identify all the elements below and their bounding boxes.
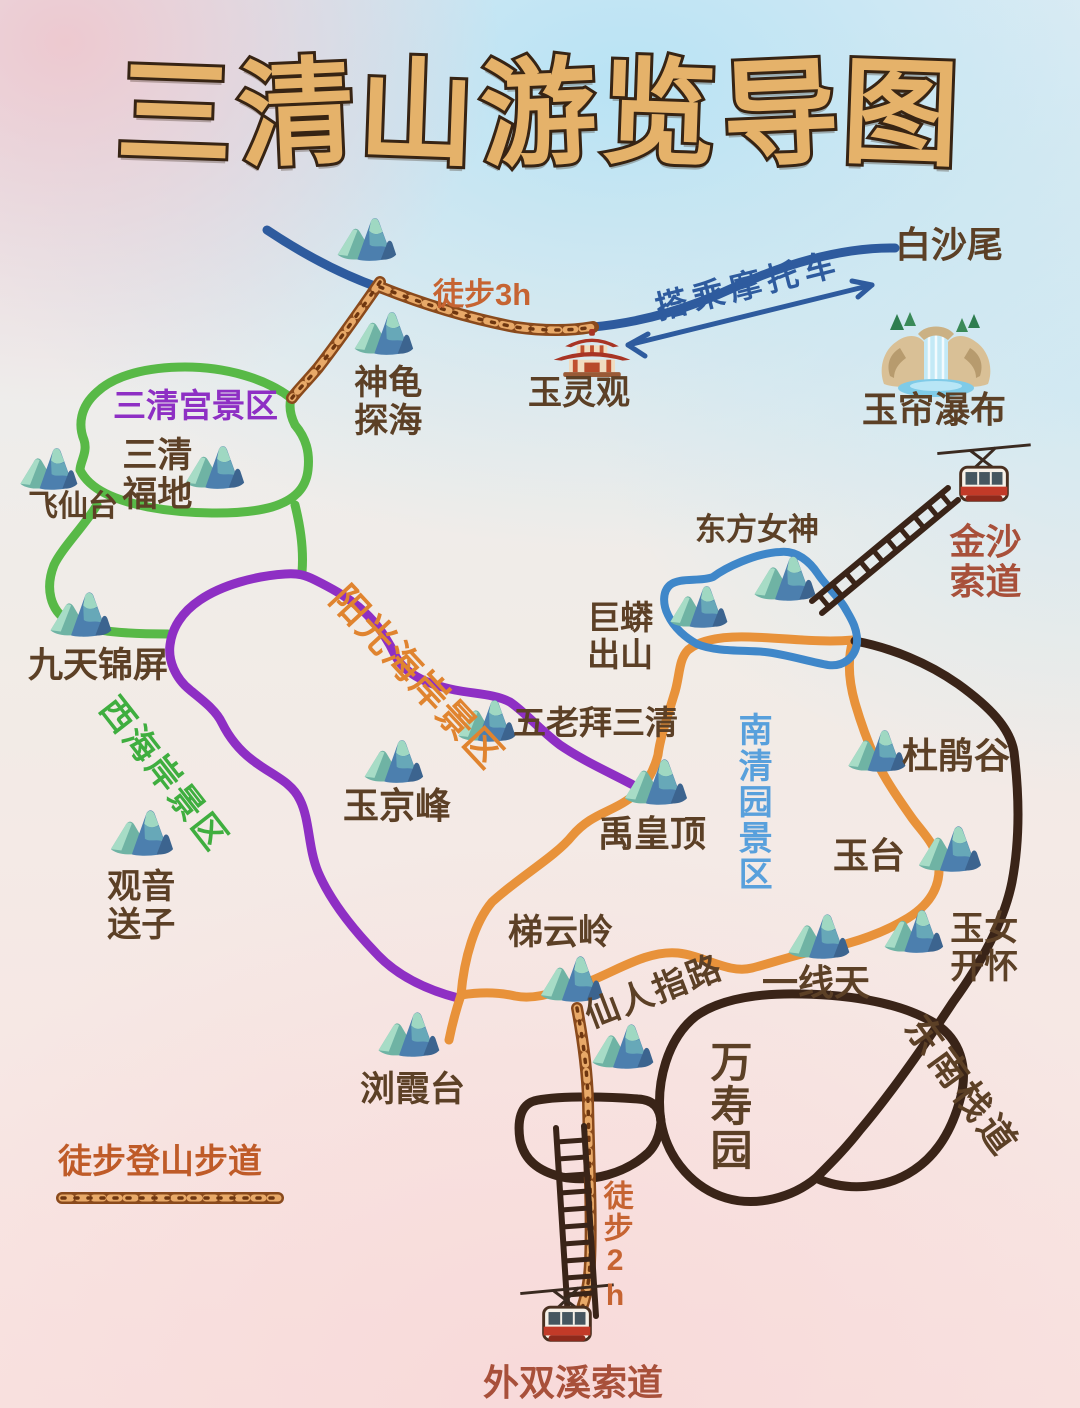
mountain-icon — [354, 312, 414, 355]
jinsha-cableway-ladder-icon — [809, 485, 961, 616]
label-area-nanqingyuan: 南清园景区 — [733, 712, 772, 892]
route-sanqinggong-loop — [45, 362, 313, 639]
label-baishawei: 白沙尾 — [895, 224, 1004, 265]
mountain-icon — [110, 810, 174, 856]
mountain-icon — [788, 914, 850, 959]
waishuangxi-cableway-ladder-icon — [553, 1123, 599, 1321]
mountain-icon — [848, 730, 906, 772]
cable-car-icon — [935, 443, 1033, 503]
label-waishuangxi-cableway: 外双溪索道 — [483, 1362, 664, 1403]
label-sanqing-fudi: 三清福地 — [122, 436, 193, 515]
mountain-icon — [378, 1012, 440, 1057]
label-hike-3h: 徒步3h — [433, 277, 532, 312]
mountain-icon — [20, 448, 78, 490]
label-jiutian-jinping: 九天锦屏 — [28, 646, 169, 685]
label-yujingfeng: 玉京峰 — [343, 785, 452, 826]
label-guanyin-songzi: 观音送子 — [107, 868, 176, 945]
label-hike-2h: 徒步2h — [598, 1180, 632, 1314]
mountain-icon — [670, 586, 728, 628]
label-wulao-bai-sanqing: 五老拜三清 — [513, 704, 678, 741]
mountain-icon — [337, 218, 397, 261]
label-legend-hiking-trail: 徒步登山步道 — [58, 1143, 262, 1181]
label-yixiantian: 一线天 — [762, 962, 871, 1003]
label-area-sanqinggong: 三清宫景区 — [113, 387, 278, 424]
route-plank-walk-purple — [165, 569, 647, 1003]
label-tiyunling: 梯云岭 — [508, 913, 614, 952]
label-dongfang-nvshen: 东方女神 — [695, 512, 819, 547]
double-arrow-icon — [625, 278, 875, 359]
label-shengui-tanhai: 神龟探海 — [354, 364, 423, 441]
label-area-wanshouyuan: 万寿园 — [705, 1040, 753, 1172]
temple-icon — [553, 329, 631, 377]
label-yulian-waterfall: 玉帘瀑布 — [862, 389, 1007, 430]
route-wanshouyuan-loop — [655, 989, 968, 1206]
label-jinsha-cableway: 金沙索道 — [949, 521, 1022, 603]
label-yuhuangding: 禹皇顶 — [598, 813, 707, 854]
label-yulingguan: 玉灵观 — [528, 374, 630, 412]
page-title: 三清山游览导图 — [111, 43, 968, 184]
label-jumang-chushan: 巨蟒出山 — [587, 599, 654, 673]
route-southeast-plank — [514, 636, 1023, 1206]
mountain-icon — [364, 740, 424, 783]
label-yutai: 玉台 — [833, 835, 906, 876]
label-liuxiatai: 浏霞台 — [360, 1070, 466, 1109]
waterfall-icon — [880, 310, 992, 398]
label-yunv-kaihuai: 玉女开怀 — [950, 910, 1019, 987]
label-dujuangu: 杜鹃谷 — [902, 735, 1011, 776]
label-feixiantai: 飞仙台 — [28, 490, 118, 523]
